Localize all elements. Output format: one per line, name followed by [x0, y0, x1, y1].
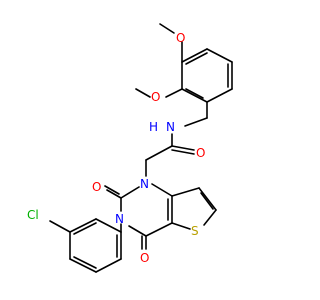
bonds	[49, 23, 233, 273]
atom-o-c4: O	[140, 251, 149, 265]
atom-h-amide: H	[149, 120, 158, 134]
atom-n3-ring: N	[115, 212, 124, 226]
atom-labels: O O N H O N N O O S Cl	[27, 31, 205, 265]
atom-cl: Cl	[27, 208, 39, 222]
atom-n1-ring: N	[140, 177, 149, 191]
atom-o-c2: O	[92, 180, 101, 194]
atom-o-methoxy-left: O	[151, 90, 160, 104]
molecule-structure: O O N H O N N O O S Cl	[27, 23, 233, 273]
atom-o-methoxy-top: O	[176, 31, 185, 45]
atom-s-thiophene: S	[191, 224, 199, 238]
atom-o-amide: O	[196, 146, 205, 160]
atom-n-amide: N	[166, 120, 175, 134]
